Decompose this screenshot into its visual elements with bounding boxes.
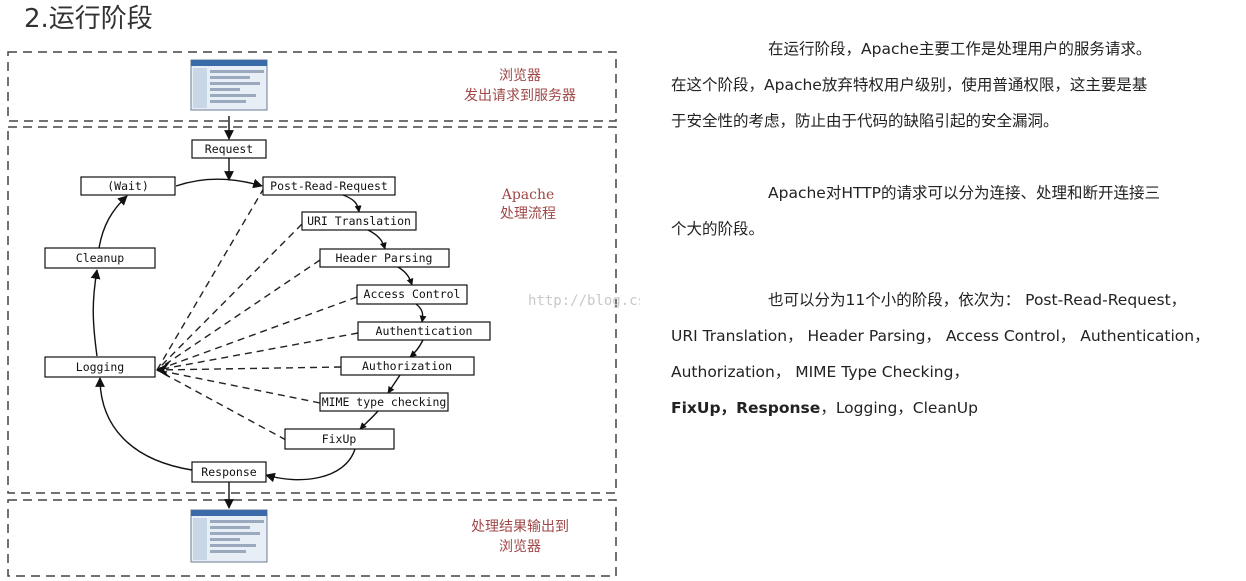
post-read-request-box: Post-Read-Request — [262, 176, 396, 196]
request-box: Request — [191, 139, 267, 159]
dashed-arrow-access — [156, 296, 358, 371]
paragraph-line: 个大的阶段。 — [671, 220, 765, 238]
dashed-arrow-header — [156, 259, 321, 371]
apache-caption-line2: 处理流程 — [500, 206, 556, 222]
bold-fixup: FixUp — [671, 399, 721, 417]
svg-text:(Wait): (Wait) — [107, 179, 149, 193]
arrow-wait-post-read — [175, 178, 263, 189]
dashed-arrow-uri — [156, 223, 303, 371]
browser-result-screenshot-icon — [190, 509, 268, 563]
result-caption-line2: 浏览器 — [499, 539, 541, 555]
paragraph-line: 在这个阶段，Apache放弃特权用户级别，使用普通权限，这主要是基 — [671, 76, 1148, 94]
remaining-stages: ，Logging，CleanUp — [820, 399, 978, 417]
arrow-auth-authz — [409, 339, 424, 358]
authentication-box: Authentication — [357, 321, 491, 341]
svg-text:Post-Read-Request: Post-Read-Request — [270, 179, 388, 193]
svg-text:Cleanup: Cleanup — [76, 251, 125, 265]
paragraph-run-phase: 在运行阶段，Apache主要工作是处理用户的服务请求。 在这个阶段，Apache… — [671, 31, 1239, 139]
paragraph-http-stages: Apache对HTTP的请求可以分为连接、处理和断开连接三 个大的阶段。 — [671, 175, 1239, 247]
arrow-authz-mime — [387, 374, 401, 394]
svg-text:Request: Request — [205, 142, 253, 156]
apache-run-phase-diagram: 浏览器 发出请求到服务器 Apache 处理流程 处理结果输出到 浏览器 htt… — [7, 51, 640, 577]
svg-text:Authentication: Authentication — [376, 324, 473, 338]
browser-screenshot-icon — [190, 59, 268, 111]
mime-type-checking-box: MIME type checking — [319, 392, 449, 412]
response-box: Response — [191, 461, 267, 483]
apache-process-frame — [7, 126, 617, 494]
arrow-logging-cleanup — [90, 269, 101, 357]
svg-text:URI Translation: URI Translation — [307, 214, 411, 228]
arrow-mime-fixup — [359, 410, 379, 430]
arrow-fixup-response — [265, 448, 356, 483]
browser-caption-line1: 浏览器 — [499, 68, 541, 84]
logging-arrowhead — [156, 362, 170, 378]
uri-translation-box: URI Translation — [301, 211, 417, 231]
dashed-arrow-fixup — [156, 369, 287, 441]
svg-text:Authorization: Authorization — [362, 359, 452, 373]
cleanup-box: Cleanup — [44, 247, 156, 269]
arrow-response-logging — [95, 377, 193, 471]
bold-separator: ， — [720, 399, 737, 417]
paragraph-line: 于安全性的考虑，防止由于代码的缺陷引起的安全漏洞。 — [671, 112, 1059, 130]
browser-request-frame — [7, 51, 617, 122]
dashed-arrow-authz — [156, 366, 342, 371]
watermark: http://blog.csdn.net/ — [528, 293, 640, 309]
bold-response: Response — [736, 399, 821, 417]
paragraph-eleven-stages: 也可以分为11个小的阶段，依次为： Post-Read-Request， URI… — [671, 282, 1239, 426]
dashed-arrow-auth — [156, 332, 359, 371]
access-control-box: Access Control — [356, 284, 468, 305]
paragraph-line: Authorization， MIME Type Checking， — [671, 363, 969, 381]
svg-text:Response: Response — [201, 465, 256, 479]
page-title: 2.运行阶段 — [24, 4, 153, 34]
arrow-access-auth — [415, 303, 427, 323]
paragraph-line: Apache对HTTP的请求可以分为连接、处理和断开连接三 — [768, 184, 1160, 202]
apache-caption-line1: Apache — [501, 187, 555, 203]
fixup-box: FixUp — [284, 428, 395, 450]
svg-text:FixUp: FixUp — [322, 432, 357, 446]
paragraph-line-last: FixUp，Response，Logging，CleanUp — [671, 390, 1239, 426]
svg-text:MIME type checking: MIME type checking — [322, 395, 447, 409]
authorization-box: Authorization — [340, 356, 475, 376]
svg-text:Logging: Logging — [76, 360, 124, 374]
dashed-arrow-mime — [156, 369, 321, 404]
result-caption-line1: 处理结果输出到 — [471, 519, 569, 535]
paragraph-line: 在运行阶段，Apache主要工作是处理用户的服务请求。 — [768, 40, 1152, 58]
svg-text:Access Control: Access Control — [364, 287, 461, 301]
header-parsing-box: Header Parsing — [319, 248, 450, 268]
svg-text:Header Parsing: Header Parsing — [336, 251, 433, 265]
wait-box: (Wait) — [80, 176, 176, 196]
arrow-header-access — [397, 266, 414, 286]
result-output-frame — [7, 499, 617, 577]
arrow-cleanup-wait — [98, 195, 128, 249]
browser-caption-line2: 发出请求到服务器 — [464, 88, 576, 104]
logging-box: Logging — [44, 356, 156, 378]
paragraph-line: URI Translation， Header Parsing， Access … — [671, 327, 1210, 345]
arrow-post-read-uri — [339, 193, 362, 213]
paragraph-line: 也可以分为11个小的阶段，依次为： Post-Read-Request， — [768, 291, 1187, 309]
arrow-uri-header — [367, 229, 387, 250]
